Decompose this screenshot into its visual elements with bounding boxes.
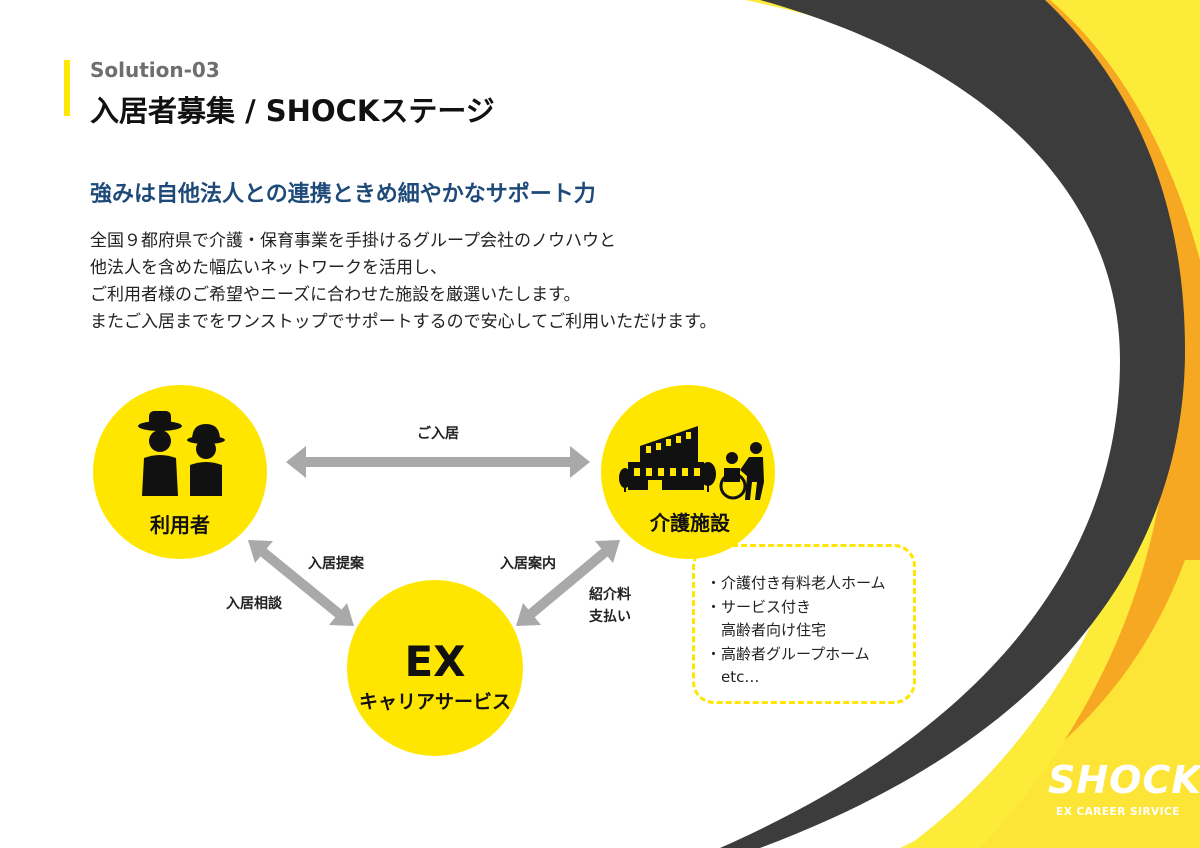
flow-label-guidance: 入居案内	[500, 555, 556, 572]
description-paragraph: 全国９都府県で介護・保育事業を手掛けるグループ会社のノウハウと 他法人を含めた幅…	[90, 228, 716, 336]
user-node-label: 利用者	[150, 513, 210, 537]
brand-logo: SHOCK EX CAREER SIRVICE	[1048, 758, 1200, 818]
heading-accent-bar	[64, 60, 70, 116]
list-item: ・高齢者グループホーム	[706, 644, 870, 663]
facility-node-label: 介護施設	[649, 511, 731, 535]
list-item: 高齢者向け住宅	[706, 621, 827, 639]
paragraph-line: ご利用者様のご希望やニーズに合わせた施設を厳選いたします。	[90, 285, 581, 305]
arrow-move-in	[286, 446, 590, 478]
care-facility-icon	[619, 426, 764, 500]
flow-label-fee-line2: 支払い	[588, 608, 631, 625]
brand-tagline: EX CAREER SIRVICE	[1056, 806, 1180, 818]
facility-types-list: ・介護付き有料老人ホーム ・サービス付き 高齢者向け住宅 ・高齢者グループホーム…	[706, 572, 886, 690]
brand-name: SHOCK	[1048, 758, 1200, 802]
arrow-facility-ex	[516, 540, 620, 626]
page-title: 入居者募集 / SHOCKステージ	[90, 94, 495, 128]
paragraph-line: またご入居までをワンストップでサポートするので安心してご利用いただけます。	[90, 312, 717, 332]
swoosh-dark	[720, 0, 1185, 848]
list-item: ・介護付き有料老人ホーム	[706, 574, 886, 592]
arrow-user-ex	[248, 540, 354, 626]
flow-label-proposal: 入居提案	[308, 555, 365, 572]
list-item: ・サービス付き	[706, 597, 812, 616]
flow-label-fee-line1: 紹介料	[589, 586, 631, 603]
ex-node-circle	[347, 580, 523, 756]
flow-label-consultation: 入居相談	[226, 595, 283, 612]
flow-label-move-in: ご入居	[417, 425, 459, 442]
list-item: etc…	[706, 668, 760, 686]
facility-types-box	[692, 544, 916, 704]
section-label: Solution-03	[90, 58, 220, 82]
ex-node-sub-label: キャリアサービス	[359, 691, 511, 713]
ex-node-main-label: EX	[404, 637, 465, 686]
swoosh-yellow-lower	[900, 560, 1200, 848]
swoosh-yellow-inner	[1050, 0, 1200, 260]
swoosh-yellow-outer	[745, 0, 1200, 848]
page-subtitle: 強みは自他法人との連携ときめ細やかなサポート力	[90, 182, 596, 207]
paragraph-line: 他法人を含めた幅広いネットワークを活用し、	[90, 258, 447, 278]
people-icon	[138, 411, 225, 496]
paragraph-line: 全国９都府県で介護・保育事業を手掛けるグループ会社のノウハウと	[90, 231, 616, 251]
user-node-circle	[93, 385, 267, 559]
